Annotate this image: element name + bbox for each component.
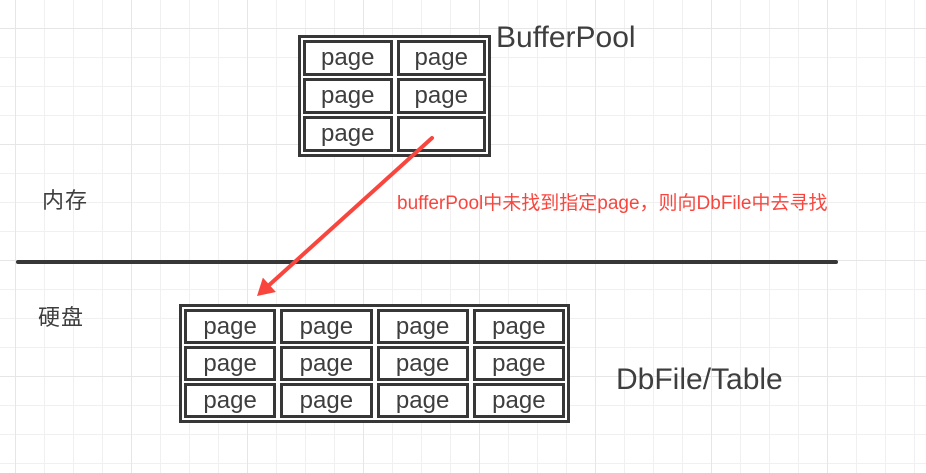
lookup-arrow-head (257, 277, 276, 296)
page-cell: page (303, 78, 393, 114)
page-cell: page (184, 346, 277, 381)
db-file-title: DbFile/Table (616, 363, 783, 396)
page-cell: page (303, 116, 393, 152)
page-cell: page (376, 383, 469, 418)
page-cell: page (376, 309, 469, 344)
page-cell: page (184, 383, 277, 418)
page-cell: page (472, 309, 565, 344)
page-cell: page (303, 40, 393, 76)
page-cell: page (472, 383, 565, 418)
page-cell: page (472, 346, 565, 381)
page-cell: page (376, 346, 469, 381)
memory-disk-divider (16, 260, 838, 264)
buffer-pool-title: BufferPool (496, 21, 636, 54)
page-cell: page (396, 40, 486, 76)
memory-section-label: 内存 (42, 188, 89, 213)
not-found-annotation: bufferPool中未找到指定page，则向DbFile中去寻找 (397, 193, 828, 214)
page-cell: page (396, 78, 486, 114)
empty-cell (396, 116, 486, 152)
page-cell: page (280, 383, 373, 418)
page-cell: page (184, 309, 277, 344)
page-cell: page (280, 346, 373, 381)
page-cell: page (280, 309, 373, 344)
disk-section-label: 硬盘 (38, 305, 85, 330)
